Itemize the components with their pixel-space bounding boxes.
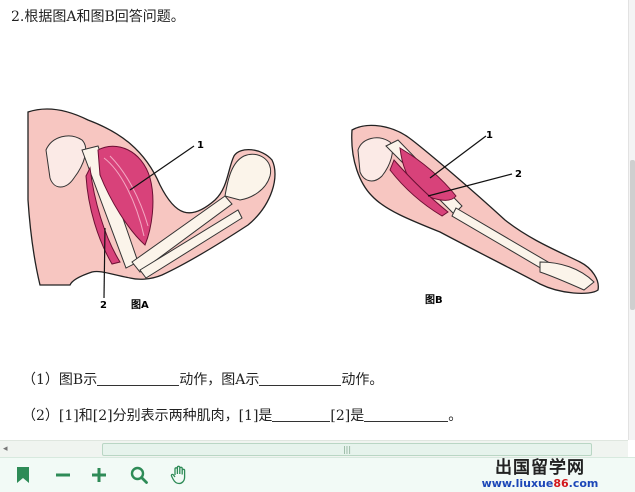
- q2-prefix: （2）[1]和[2]分别表示两种肌肉，[1]是: [22, 408, 273, 424]
- shoulder-bone-b: [357, 137, 393, 182]
- q2-mid: [2]是: [330, 408, 365, 424]
- q2-suffix: 。: [448, 408, 463, 424]
- horizontal-scroll-thumb[interactable]: |||: [102, 443, 592, 456]
- hand-tool-icon[interactable]: [168, 464, 190, 486]
- vertical-scroll-thumb[interactable]: [630, 160, 635, 310]
- zoom-in-icon[interactable]: [88, 464, 110, 486]
- figure-b: [351, 124, 599, 295]
- viewer-toolbar: 出国留学网 www.liuxue86.com: [0, 457, 635, 492]
- hand-b: [539, 261, 595, 291]
- figure-a-caption: 图A: [131, 299, 149, 311]
- forearm-bone-a: [131, 195, 233, 273]
- figure-b-label-2: 2: [515, 169, 522, 180]
- shoulder-bone-a: [45, 135, 87, 188]
- horizontal-scrollbar[interactable]: ◂ |||: [0, 440, 628, 457]
- figure-b-label-1: 1: [486, 130, 493, 141]
- search-icon[interactable]: [128, 464, 150, 486]
- vertical-scrollbar[interactable]: [628, 0, 635, 440]
- hand-a: [224, 153, 272, 201]
- q1-suffix: 动作。: [341, 372, 384, 388]
- watermark-logo: 出国留学网 www.liuxue86.com: [465, 458, 615, 492]
- figure-a: [27, 108, 276, 299]
- triceps-b: [389, 159, 449, 217]
- scroll-left-arrow-icon[interactable]: ◂: [3, 444, 8, 454]
- q1-prefix: （1）图B示: [22, 372, 98, 388]
- figures-illustration: 1 2 图A 1 2 图B: [27, 108, 599, 311]
- question-2: （2）[1]和[2]分别表示两种肌肉，[1]是 [2]是 。: [22, 405, 462, 425]
- figure-a-label-2: 2: [100, 300, 107, 311]
- triceps-a: [85, 166, 121, 265]
- q1-blank-1[interactable]: [97, 371, 180, 386]
- q1-blank-2[interactable]: [259, 371, 342, 386]
- watermark-title: 出国留学网: [495, 458, 585, 478]
- figure-b-caption: 图B: [425, 294, 443, 306]
- document-page: 2.根据图A和图B回答问题。 1 2 图A: [11, 9, 599, 425]
- figure-a-label-1: 1: [197, 140, 204, 151]
- question-1: （1）图B示 动作，图A示 动作。: [22, 369, 383, 389]
- biceps-a: [97, 145, 154, 246]
- zoom-out-icon[interactable]: [52, 464, 74, 486]
- question-title: 2.根据图A和图B回答问题。: [11, 9, 185, 25]
- forearm-bone-a2: [139, 209, 243, 279]
- q1-mid: 动作，图A示: [179, 372, 260, 388]
- bookmark-icon[interactable]: [12, 464, 34, 486]
- watermark-url: www.liuxue86.com: [481, 477, 599, 490]
- q2-blank-1[interactable]: [272, 407, 331, 422]
- q2-blank-2[interactable]: [364, 407, 449, 422]
